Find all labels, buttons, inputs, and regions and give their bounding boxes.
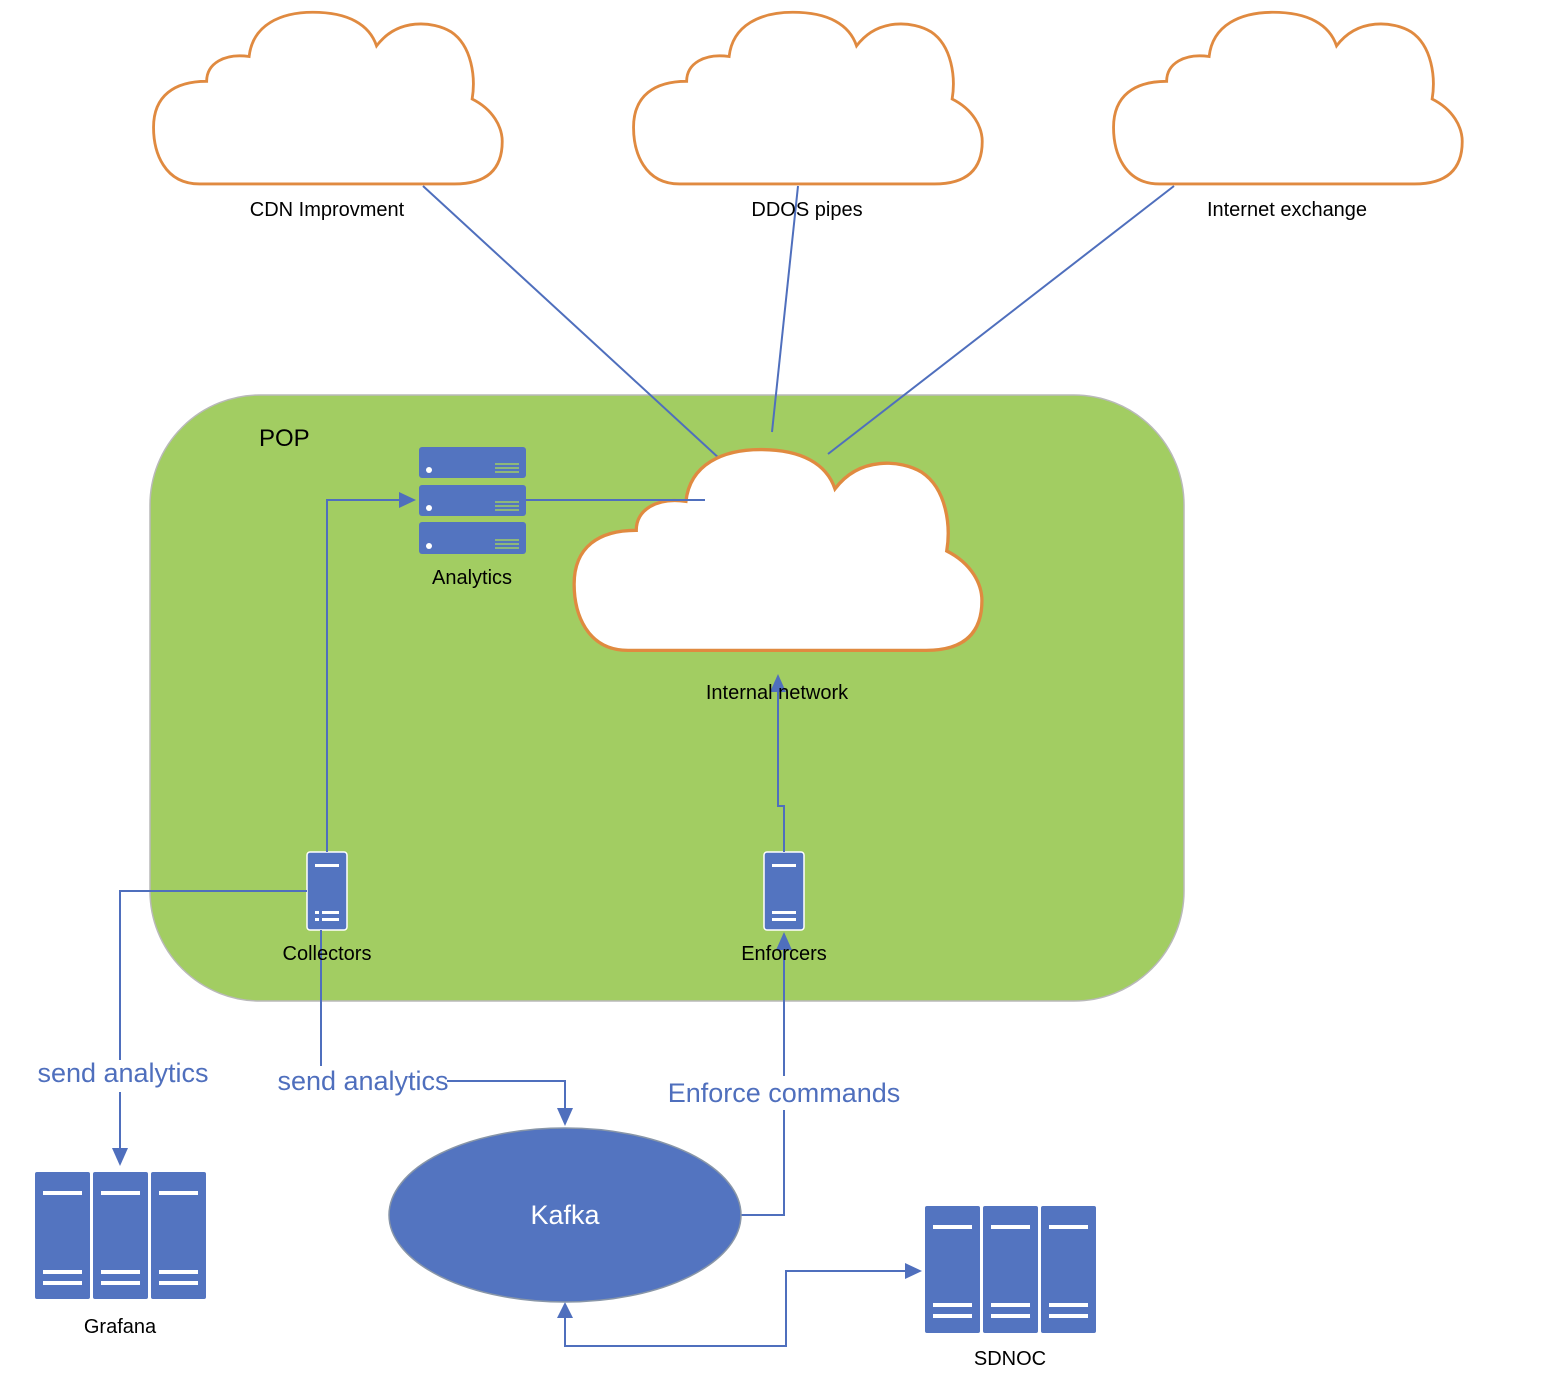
collectors-server-tower-icon [306, 851, 348, 931]
pop-region [149, 394, 1185, 1002]
enforcers-server-tower-icon [763, 851, 805, 931]
edge-collectors-to-grafana [119, 890, 307, 1060]
analytics-label: Analytics [432, 567, 512, 589]
enforcers-label: Enforcers [741, 943, 827, 965]
edge-cdn-to-internal [422, 185, 722, 461]
kafka-node [388, 1127, 742, 1303]
arrowhead-internal-network [770, 674, 786, 692]
edge-label-send-analytics-kafka: send analytics [277, 1066, 448, 1096]
cloud-internet-exchange [1112, 10, 1464, 186]
sdnoc-server-cluster-icon [925, 1206, 1096, 1333]
edge-ddos-to-internal [771, 185, 799, 433]
kafka-label: Kafka [530, 1200, 600, 1230]
cloud-cdn-improvement [152, 10, 504, 186]
arrowhead-sdnoc [905, 1263, 922, 1279]
analytics-server-rack-icon [419, 447, 526, 554]
arrowhead-kafka-bottom [557, 1302, 573, 1318]
pop-label: POP [259, 425, 310, 452]
cloud-cdn-label: CDN Improvment [250, 199, 405, 221]
edge-kafka-sdnoc [564, 1270, 906, 1347]
cloud-ddos-pipes [632, 10, 984, 186]
edge-collectors-to-kafka-lower [447, 1080, 566, 1110]
cloud-ix-label: Internet exchange [1207, 199, 1367, 221]
edge-ix-to-internal [827, 185, 1175, 455]
edge-label-send-analytics-grafana: send analytics [37, 1058, 208, 1088]
grafana-server-cluster-icon [35, 1172, 206, 1299]
edge-enforcers-to-internal [777, 690, 785, 852]
cloud-internal-label: Internal network [706, 682, 849, 704]
arrowhead-kafka-top [557, 1108, 573, 1126]
edge-collectors-to-analytics [326, 499, 400, 852]
arrowhead-enforcers [776, 932, 792, 950]
edge-kafka-to-enforcers [741, 1110, 785, 1216]
collectors-label: Collectors [283, 943, 372, 965]
arrowhead-analytics [399, 492, 416, 508]
edge-label-enforce-commands: Enforce commands [668, 1078, 901, 1108]
cloud-ddos-label: DDOS pipes [751, 199, 862, 221]
arrowhead-grafana [112, 1148, 128, 1166]
grafana-label: Grafana [84, 1316, 157, 1338]
sdnoc-label: SDNOC [974, 1348, 1046, 1370]
